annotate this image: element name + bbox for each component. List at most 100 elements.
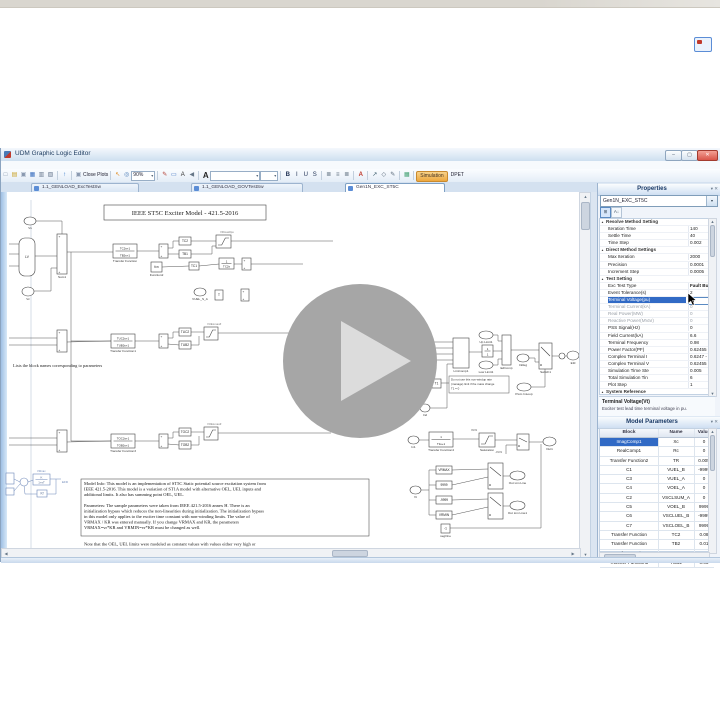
toolbox-collapsed-strip[interactable] [1,192,7,548]
mp-value-cell[interactable]: 0 [702,476,706,482]
pencil2-icon[interactable]: ✎ [390,172,396,178]
mp-value-cell[interactable]: 0 [702,439,706,444]
diagram-block[interactable] [56,429,68,453]
property-value[interactable]: 0 [688,311,712,318]
diagram-block[interactable] [5,487,15,496]
category-expand-icon[interactable]: ▲ [601,248,604,253]
diagram-block[interactable] [558,352,566,360]
font-icon[interactable]: A [202,171,209,180]
bold-icon[interactable]: B [285,172,290,178]
mp-value-cell[interactable]: 0 [702,494,706,500]
mp-block-cell[interactable]: C4 [600,484,659,493]
diagram-block[interactable] [203,426,219,441]
diagram-block[interactable] [158,243,169,259]
diagram-block-transfer-function1[interactable] [110,333,136,349]
diagram-block[interactable] [435,495,453,505]
property-category[interactable]: ▲Direct Method Settings [600,247,714,255]
property-value[interactable]: 0.0001 [688,261,712,268]
text-tool-icon[interactable]: A [180,172,185,178]
property-category[interactable]: ▲Resolve Method Setting [600,219,714,227]
diagram-block[interactable] [56,329,68,353]
diagram-block-efd[interactable] [566,350,579,361]
mp-name-cell[interactable]: VUEL_A [658,475,695,484]
panel-menu-icons[interactable]: ▾ ✕ [710,186,718,191]
arrow-tool-icon[interactable]: ↗ [372,172,378,178]
scroll-up-icon[interactable]: ▲ [710,219,715,224]
property-row[interactable]: Terminal Current(kA)0 [600,304,714,312]
diagram-block-out1[interactable] [542,436,557,447]
diagram-block[interactable] [158,433,169,449]
strike-icon[interactable]: S [312,172,317,178]
align-right-icon[interactable]: ≣ [344,172,350,178]
mp-value-cell[interactable]: 9999 [698,522,710,528]
property-value[interactable]: Fault Bus [688,282,711,289]
mp-name-cell[interactable]: Xc [658,438,695,447]
property-value[interactable]: 0.0005 [688,268,712,275]
diagram-block-vuel_s_a[interactable] [193,287,207,297]
diagram-block[interactable] [32,473,51,486]
diagram-block-up-limit1[interactable] [478,330,494,340]
mp-block-cell[interactable]: C3 [600,475,659,484]
property-value[interactable]: 6 [688,375,712,382]
block-selector-combo[interactable]: Gen1N_EXC_ST5C ▼ [600,195,718,207]
mp-column-header[interactable]: Value [697,430,711,435]
diagram-block[interactable] [435,465,453,475]
diagram-block[interactable] [178,440,192,450]
diagram-block-vc[interactable] [21,286,35,297]
mp-value-cell[interactable]: 0 [702,448,706,454]
property-value[interactable]: 0 [688,325,712,332]
category-expand-icon[interactable]: ▲ [601,276,604,281]
property-value[interactable]: 2000 [688,254,712,261]
upload-icon[interactable]: ↑ [63,172,66,178]
close-doc-icon[interactable]: ▣ [75,172,82,178]
image-icon[interactable]: ▦ [403,172,410,178]
draw-rect-icon[interactable]: ▭ [170,172,177,178]
mp-name-cell[interactable]: VSCLUEL_B [658,512,695,521]
property-value[interactable]: 40 [688,233,712,240]
property-value[interactable]: 140 [688,226,712,233]
zoom-level-combo[interactable]: 90% ▾ [131,171,156,181]
diagram-block[interactable] [435,510,453,520]
close-doc-icon[interactable]: ▣ [20,172,27,178]
alphabetical-view-icon[interactable]: A↓ [611,207,622,218]
mp-name-cell[interactable]: VUEL_B [658,465,695,475]
draw-pencil-icon[interactable]: ✎ [162,172,168,178]
print-icon[interactable]: ▧ [47,172,54,178]
mp-name-cell[interactable]: TB2 [658,540,695,549]
save-icon[interactable]: ▦ [29,172,36,178]
diagram-block[interactable] [178,249,192,259]
diagram-block[interactable] [481,344,494,358]
diagram-block[interactable] [487,462,504,490]
diagram-block[interactable] [203,326,219,341]
close-plots-button[interactable]: Close Plots [83,172,109,178]
diagram-block-low-limit1[interactable] [478,360,494,370]
mp-block-cell[interactable]: C7 [600,521,659,530]
panel-menu-icons[interactable]: ▾ ✕ [710,419,718,424]
maximize-button[interactable]: ▢ [681,150,698,161]
property-value[interactable]: 0 [688,304,712,311]
diagram-block-out-lim-line1[interactable] [509,500,526,511]
diagram-block[interactable] [178,327,192,337]
open-icon[interactable]: ▤ [11,172,18,178]
category-expand-icon[interactable]: ▲ [601,390,604,395]
mp-value-cell[interactable]: 9999 [698,504,710,510]
diagram-block-negone[interactable] [440,523,451,534]
property-row[interactable]: Power Factor(PF)0.62455 [600,346,714,354]
diagram-block[interactable] [435,480,453,490]
mp-value-cell[interactable]: 0.08 [699,531,709,537]
scroll-left-icon[interactable]: ◀ [4,551,8,556]
diagram-block[interactable] [18,237,36,277]
simulation-button[interactable]: Simulation [416,171,448,182]
